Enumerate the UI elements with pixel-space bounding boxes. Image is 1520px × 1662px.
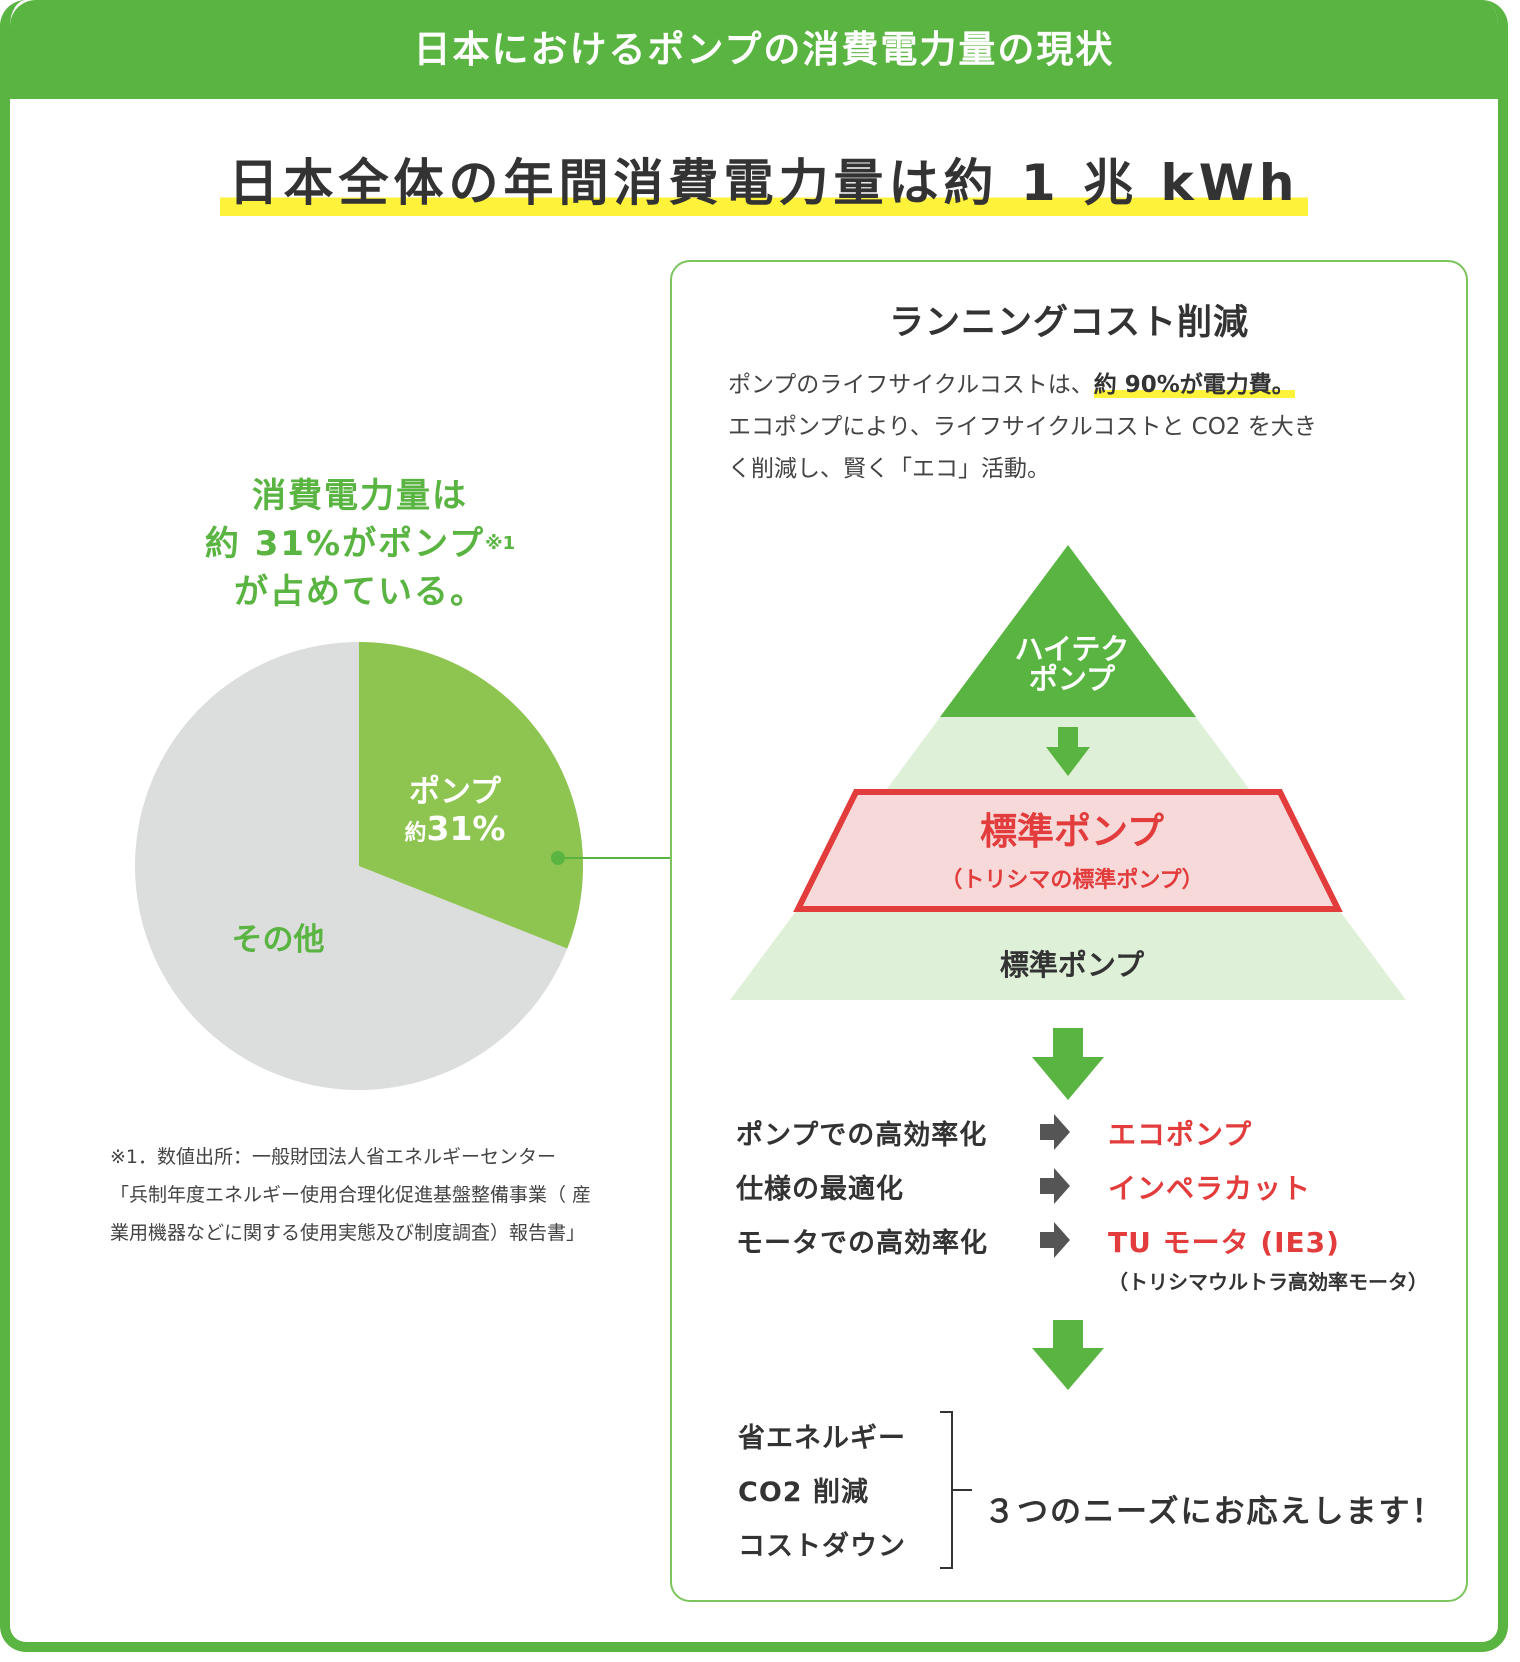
down-arrow-1	[1032, 1028, 1104, 1100]
pie-slice-value-number: 31%	[427, 809, 506, 848]
pie-slice-value-pump: 約31%	[404, 809, 505, 848]
panel-body-highlight: 約 90%が電力費。	[1093, 372, 1295, 398]
pyramid-bottom-label: 標準ポンプ	[999, 948, 1145, 982]
running-cost-panel: ランニングコスト削減 ポンプのライフサイクルコストは、約 90%が電力費。 エコ…	[670, 260, 1468, 1602]
pie-heading-line2: 約 31%がポンプ※1	[130, 520, 590, 568]
pyramid-mid-sublabel: （トリシマの標準ポンプ）	[940, 868, 1204, 893]
footnote: ※1．数値出所：一般財団法人省エネルギーセンター 「兵制年度エネルギー使用合理化…	[110, 1138, 630, 1252]
pie-heading-line2-text: 約 31%がポンプ	[204, 524, 486, 564]
panel-body-line1-text: ポンプのライフサイクルコストは、	[728, 372, 1094, 398]
pie-heading-line3: が占めている。	[234, 572, 486, 612]
pyramid-tier-top	[940, 545, 1196, 717]
banner-title: 日本におけるポンプの消費電力量の現状	[10, 0, 1498, 99]
pie-slices	[135, 642, 584, 1090]
panel-body-line2: エコポンプにより、ライフサイクルコストと CO2 を大き	[728, 414, 1317, 440]
footnote-line2: 「兵制年度エネルギー使用合理化促進基盤整備事業（ 産	[110, 1184, 592, 1206]
measure-result-1: エコポンプ	[1108, 1118, 1253, 1151]
right-arrow-1	[1040, 1114, 1070, 1150]
pyramid-diagram	[730, 545, 1406, 1569]
right-arrow-2	[1040, 1168, 1070, 1204]
pie-slice-value-prefix: 約	[404, 820, 426, 846]
need-2: CO2 削減	[738, 1477, 869, 1508]
pyramid-mid-label: 標準ポンプ	[980, 810, 1164, 853]
pyramid-top-label: ハイテク ポンプ	[882, 634, 1262, 694]
down-arrow-2	[1032, 1320, 1104, 1390]
pie-leader-dot	[551, 851, 565, 865]
pyramid-top-label-2: ポンプ	[1028, 662, 1116, 696]
needs-message: ３つのニーズにお応えします！	[984, 1494, 1445, 1530]
panel-title: ランニングコスト削減	[888, 303, 1249, 343]
measure-label-2: 仕様の最適化	[736, 1174, 904, 1205]
measure-result-3-sub: （トリシマウルトラ高効率モータ）	[1108, 1270, 1428, 1294]
panel-body: ポンプのライフサイクルコストは、約 90%が電力費。 エコポンプにより、ライフサ…	[728, 364, 1428, 490]
pie-heading-line1: 消費電力量は	[252, 476, 468, 516]
panel-body-line1: ポンプのライフサイクルコストは、約 90%が電力費。	[728, 364, 1428, 406]
measure-result-2: インペラカット	[1108, 1172, 1312, 1205]
need-1: 省エネルギー	[738, 1423, 906, 1454]
measure-label-1: ポンプでの高効率化	[736, 1120, 988, 1151]
pie-heading: 消費電力量は 約 31%がポンプ※1 が占めている。	[130, 472, 590, 616]
pie-heading-note-mark: ※1	[485, 533, 516, 554]
needs-bracket	[940, 1411, 953, 1569]
right-arrow-3	[1040, 1222, 1070, 1258]
pyramid-down-arrow	[1046, 727, 1090, 776]
pie-slice-pump	[359, 642, 584, 949]
pie-slice-label-pump: ポンプ	[409, 774, 502, 810]
pyramid-tier-middle	[793, 789, 1343, 912]
need-3: コストダウン	[738, 1531, 906, 1562]
measure-result-3: TU モータ (IE3)	[1108, 1226, 1340, 1259]
panel-body-line3: く削減し、賢く「エコ」活動。	[728, 456, 1050, 482]
pie-chart: ポンプ 約31% その他	[135, 642, 670, 1090]
footnote-line1: ※1．数値出所：一般財団法人省エネルギーセンター	[110, 1146, 557, 1168]
pie-slice-label-other: その他	[232, 922, 325, 958]
footnote-line3: 業用機器などに関する使用実態及び制度調査）報告書」	[110, 1222, 586, 1244]
headline-wrap: 日本全体の年間消費電力量は約 1 兆 kWh	[10, 150, 1498, 216]
measure-label-3: モータでの高効率化	[736, 1228, 988, 1259]
pyramid-top-label-1: ハイテク	[1014, 632, 1130, 666]
pie-slice-other	[135, 642, 568, 1090]
headline: 日本全体の年間消費電力量は約 1 兆 kWh	[220, 150, 1308, 216]
